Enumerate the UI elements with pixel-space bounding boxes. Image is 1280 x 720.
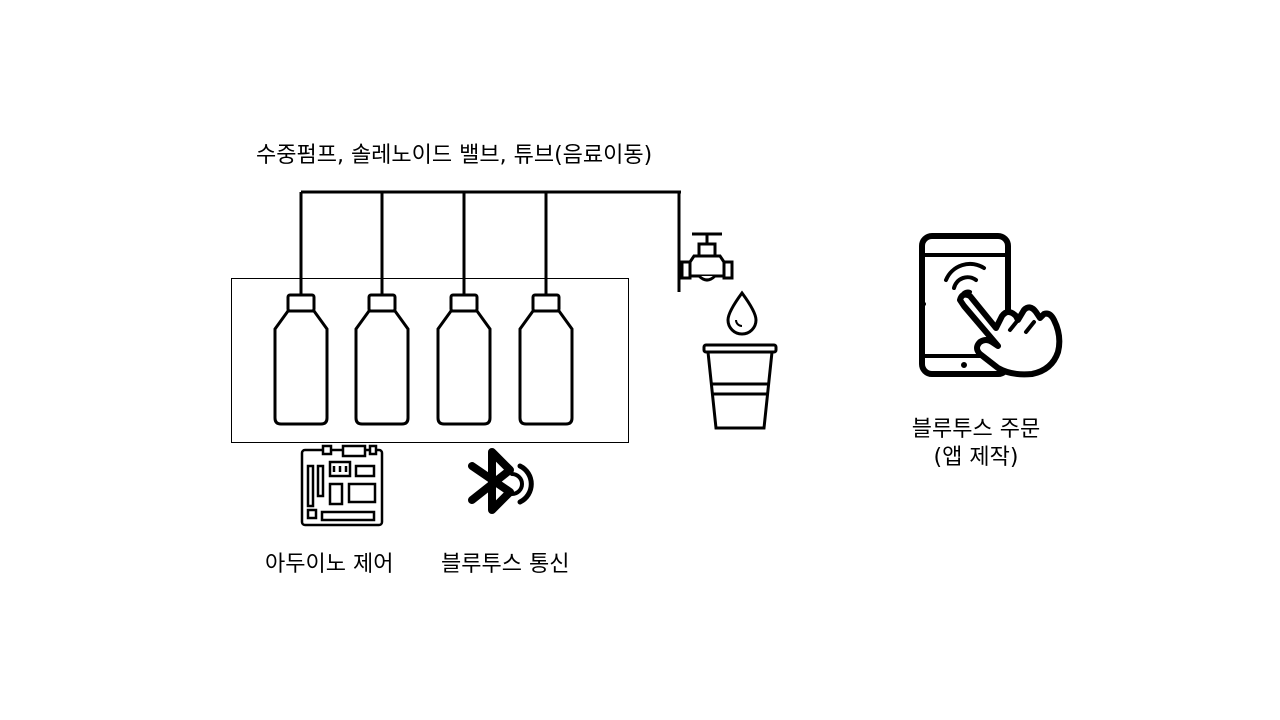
order-label-line1: 블루투스 주문 — [911, 417, 1041, 442]
faucet-icon — [680, 232, 734, 282]
bluetooth-order-label: 블루투스 주문 (앱 제작) — [901, 416, 1051, 472]
order-label-line2: (앱 제작) — [933, 445, 1019, 470]
bottle-icon — [273, 293, 329, 426]
pipe-network — [299, 190, 681, 294]
circuit-board-icon — [300, 444, 384, 527]
cup-icon — [702, 343, 778, 430]
bottle-icon — [354, 293, 410, 426]
water-drop-highlight — [735, 319, 743, 327]
bottle-container-box — [231, 278, 629, 443]
bluetooth-icon — [468, 448, 534, 514]
arduino-control-label: 아두이노 제어 — [265, 552, 394, 577]
water-drop-icon — [726, 290, 758, 336]
bottle-icon — [518, 293, 574, 426]
pipeline-label: 수중펌프, 솔레노이드 밸브, 튜브(음료이동) — [256, 143, 653, 168]
bottle-icon — [436, 293, 492, 426]
tablet-touch-icon — [919, 233, 1063, 378]
bluetooth-comm-label: 블루투스 통신 — [441, 552, 570, 577]
